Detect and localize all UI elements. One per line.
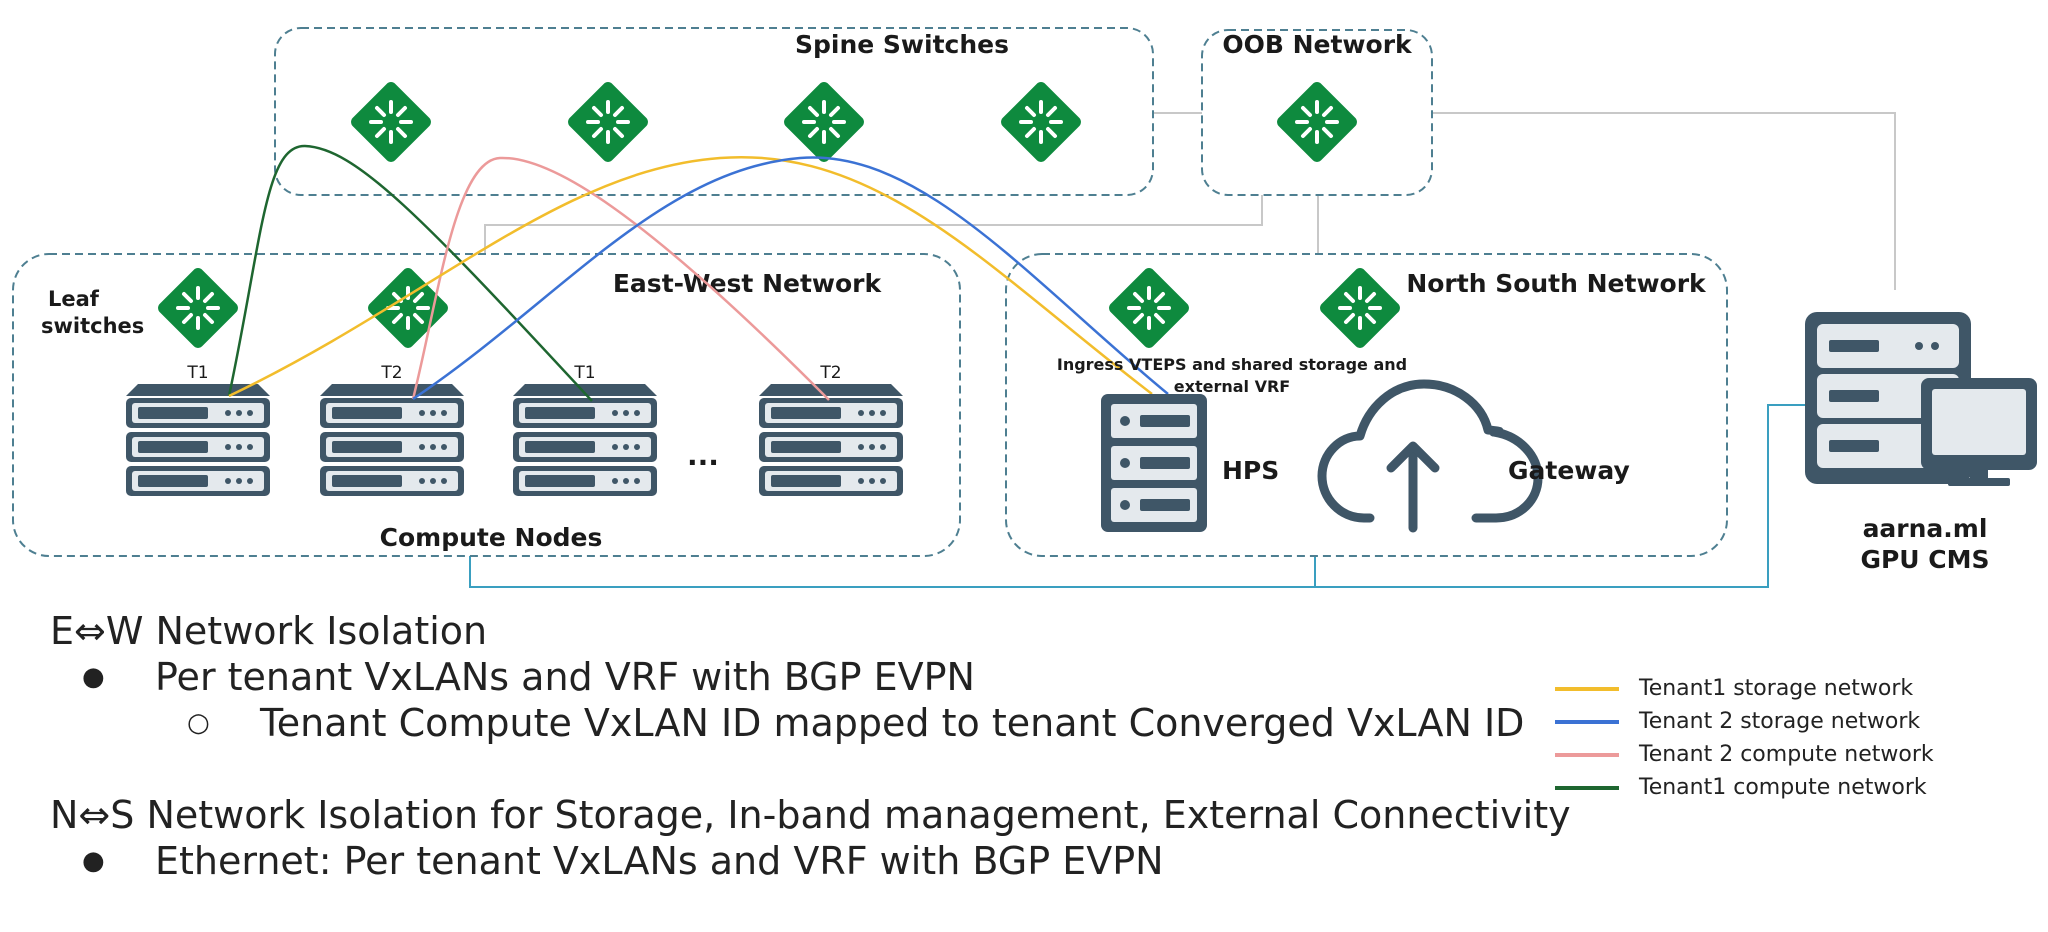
spine-switch-icon xyxy=(346,77,436,167)
legend-item: Tenant 2 compute network xyxy=(1555,738,1934,771)
tenant2-compute-link xyxy=(411,156,830,401)
legend-swatch xyxy=(1555,719,1619,724)
legend-label: Tenant 2 compute network xyxy=(1639,742,1934,767)
legend-item: Tenant1 storage network xyxy=(1555,672,1934,705)
compute-server-icon xyxy=(513,384,657,496)
legend-label: Tenant1 storage network xyxy=(1639,676,1914,701)
legend-swatch xyxy=(1555,686,1619,691)
compute-server-icon xyxy=(759,384,903,496)
oob-switch-icon xyxy=(1272,77,1362,167)
tenant-tag: T1 xyxy=(573,363,595,383)
spine-switch-icon xyxy=(996,77,1086,167)
legend-label: Tenant 2 storage network xyxy=(1639,709,1921,734)
tenant-tag: T2 xyxy=(819,363,841,383)
tenant1-compute-link xyxy=(227,144,593,402)
ew-isolation-heading: E⇔W Network Isolation xyxy=(50,609,488,653)
hps-server-icon xyxy=(1101,394,1207,532)
compute-server-icon xyxy=(320,384,464,496)
north-south-network-group xyxy=(1005,253,1728,557)
ingress-switch-icon xyxy=(1104,263,1194,353)
cloud-upload-icon xyxy=(1317,379,1543,533)
legend-item: Tenant1 compute network xyxy=(1555,771,1934,804)
ns-isolation-heading: N⇔S Network Isolation for Storage, In-ba… xyxy=(50,793,1571,837)
ns-isolation-item: Ethernet: Per tenant VxLANs and VRF with… xyxy=(50,838,1571,884)
tenant1-storage-link xyxy=(228,155,1153,398)
leaf-switch-icon xyxy=(153,263,243,353)
server-monitor-icon xyxy=(1805,312,2037,486)
tenant2-storage-link xyxy=(412,156,1169,401)
management-links xyxy=(484,112,1896,290)
ingress-vteps-label-line2: external VRF xyxy=(1174,377,1290,396)
legend-item: Tenant 2 storage network xyxy=(1555,705,1934,738)
tenant-overlay-links xyxy=(227,144,1169,402)
data-links xyxy=(469,404,1805,588)
east-west-network-title: East-West Network xyxy=(613,269,883,298)
ingress-vteps-label-line1: Ingress VTEPS and shared storage and xyxy=(1057,355,1407,374)
ew-isolation-item: Per tenant VxLANs and VRF with BGP EVPN xyxy=(50,654,1571,700)
spine-switch-icon xyxy=(563,77,653,167)
isolation-notes: E⇔W Network Isolation Per tenant VxLANs … xyxy=(50,608,1571,884)
ew-isolation-subitem: Tenant Compute VxLAN ID mapped to tenant… xyxy=(50,700,1571,746)
east-west-network-group xyxy=(12,253,961,557)
gateway-label: Gateway xyxy=(1508,456,1630,485)
legend-swatch xyxy=(1555,785,1619,790)
leaf-switches-label-line2: switches xyxy=(41,314,144,338)
spine-switches-group xyxy=(274,27,1154,196)
legend-label: Tenant1 compute network xyxy=(1639,775,1927,800)
hps-label: HPS xyxy=(1222,456,1279,485)
cms-label-line2: GPU CMS xyxy=(1860,545,1989,574)
compute-nodes-label: Compute Nodes xyxy=(380,523,603,552)
cms-label-line1: aarna.ml xyxy=(1863,514,1988,543)
more-nodes-ellipsis: ... xyxy=(687,439,719,472)
spine-switches-title: Spine Switches xyxy=(795,30,1009,59)
legend: Tenant1 storage network Tenant 2 storage… xyxy=(1555,672,1934,804)
oob-network-group xyxy=(1201,29,1433,196)
tenant-tag: T1 xyxy=(186,363,208,383)
legend-swatch xyxy=(1555,752,1619,757)
spine-switch-icon xyxy=(779,77,869,167)
oob-network-title: OOB Network xyxy=(1222,30,1413,59)
tenant-tag: T2 xyxy=(380,363,402,383)
leaf-switches-label-line1: Leaf xyxy=(48,287,100,311)
north-south-switch-icon xyxy=(1315,263,1405,353)
north-south-network-title: North South Network xyxy=(1406,269,1707,298)
compute-server-icon xyxy=(126,384,270,496)
